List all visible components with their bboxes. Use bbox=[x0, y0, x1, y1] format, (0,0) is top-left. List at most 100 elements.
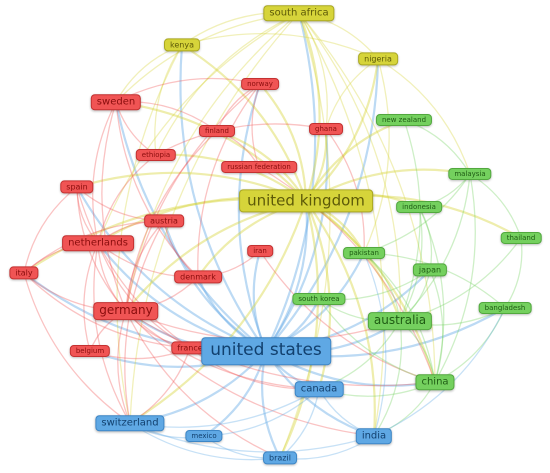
edge-united-kingdom-south-africa bbox=[297, 12, 321, 202]
edge-germany-norway bbox=[125, 83, 261, 312]
edge-ghana-ethiopia bbox=[155, 123, 327, 156]
node-united-states[interactable]: united states bbox=[201, 337, 331, 365]
edge-netherlands-switzerland bbox=[93, 242, 131, 424]
node-russian-federation[interactable]: russian federation bbox=[221, 160, 297, 174]
node-norway[interactable]: norway bbox=[241, 77, 279, 91]
node-south-korea[interactable]: south korea bbox=[292, 292, 346, 306]
edge-malaysia-thailand bbox=[469, 173, 522, 239]
node-india[interactable]: india bbox=[355, 428, 393, 444]
edge-south-africa-india bbox=[298, 12, 385, 437]
edge-united-states-south-africa bbox=[265, 12, 317, 352]
edge-germany-austria bbox=[125, 220, 165, 312]
edge-netherlands-ethiopia bbox=[97, 154, 157, 244]
node-australia[interactable]: australia bbox=[367, 312, 433, 330]
node-mexico[interactable]: mexico bbox=[185, 429, 223, 443]
edge-united-kingdom-china bbox=[305, 200, 437, 383]
edge-australia-china bbox=[399, 320, 436, 383]
edge-nigeria-pakistan bbox=[363, 58, 390, 254]
edge-kenya-ethiopia bbox=[154, 44, 183, 156]
edge-united-states-kenya bbox=[179, 44, 267, 352]
edge-kenya-nigeria bbox=[181, 33, 379, 60]
edge-australia-new-zealand bbox=[399, 119, 421, 322]
edge-united-states-ghana bbox=[265, 128, 329, 352]
node-malaysia[interactable]: malaysia bbox=[448, 167, 492, 181]
edge-united-kingdom-kenya bbox=[181, 44, 308, 202]
node-netherlands[interactable]: netherlands bbox=[62, 235, 134, 251]
edge-australia-india bbox=[373, 320, 403, 437]
edge-germany-switzerland bbox=[117, 310, 131, 424]
edge-united-states-sweden bbox=[114, 101, 267, 352]
edge-south-africa-switzerland bbox=[129, 12, 300, 424]
edge-united-states-nigeria bbox=[265, 58, 380, 352]
node-south-africa[interactable]: south africa bbox=[263, 5, 335, 21]
edge-germany-spain bbox=[76, 186, 127, 312]
edge-kenya-switzerland bbox=[116, 44, 183, 424]
node-denmark[interactable]: denmark bbox=[174, 270, 222, 284]
edge-iran-china bbox=[259, 250, 436, 383]
node-sweden[interactable]: sweden bbox=[90, 94, 142, 110]
node-thailand[interactable]: thailand bbox=[500, 231, 542, 245]
edge-china-japan bbox=[429, 269, 444, 383]
node-belgium[interactable]: belgium bbox=[69, 344, 111, 358]
edge-switzerland-brazil bbox=[129, 422, 281, 461]
node-ghana[interactable]: ghana bbox=[309, 122, 343, 136]
node-finland[interactable]: finland bbox=[199, 124, 235, 138]
edge-united-kingdom-norway bbox=[259, 83, 308, 202]
node-nigeria[interactable]: nigeria bbox=[358, 52, 398, 66]
edge-south-africa-australia bbox=[298, 12, 401, 322]
edge-germany-sweden bbox=[101, 101, 127, 312]
edge-united-kingdom-india bbox=[305, 200, 376, 437]
edge-switzerland-india bbox=[129, 422, 375, 453]
edge-china-pakistan bbox=[363, 252, 436, 383]
edge-germany-china bbox=[125, 310, 436, 387]
edge-italy-switzerland bbox=[23, 272, 131, 424]
edge-united-kingdom-switzerland bbox=[129, 200, 308, 424]
edge-south-africa-brazil bbox=[279, 12, 331, 459]
edge-united-kingdom-brazil bbox=[279, 200, 320, 459]
edge-australia-malaysia bbox=[399, 173, 471, 322]
edge-united-kingdom-denmark bbox=[197, 199, 307, 278]
edge-united-states-norway bbox=[237, 83, 268, 352]
edge-italy-france bbox=[23, 272, 191, 349]
edge-india-pakistan bbox=[363, 252, 387, 437]
node-austria[interactable]: austria bbox=[144, 214, 184, 228]
node-pakistan[interactable]: pakistan bbox=[343, 246, 385, 260]
node-canada[interactable]: canada bbox=[294, 381, 344, 397]
edge-south-africa-netherlands bbox=[97, 12, 300, 244]
edge-south-africa-ethiopia bbox=[155, 12, 300, 156]
node-united-kingdom[interactable]: united kingdom bbox=[239, 189, 373, 213]
edge-south-africa-ghana bbox=[298, 12, 328, 130]
edge-russian-federation-norway bbox=[251, 83, 261, 168]
edge-netherlands-belgium bbox=[83, 242, 99, 352]
node-iran[interactable]: iran bbox=[247, 244, 273, 258]
node-new-zealand[interactable]: new zealand bbox=[375, 113, 433, 127]
node-china[interactable]: china bbox=[415, 374, 455, 390]
edge-germany-brazil bbox=[125, 310, 281, 459]
edge-south-africa-china bbox=[298, 12, 436, 383]
edge-ghana-pakistan bbox=[325, 128, 365, 254]
node-spain[interactable]: spain bbox=[60, 180, 94, 194]
edge-new-zealand-malaysia bbox=[403, 119, 471, 175]
node-france[interactable]: france bbox=[171, 341, 209, 355]
edge-united-kingdom-nigeria bbox=[305, 58, 380, 202]
edge-china-bangladesh bbox=[434, 307, 506, 383]
edge-united-states-united-kingdom bbox=[265, 200, 308, 352]
edge-nigeria-malaysia bbox=[377, 58, 471, 175]
node-germany[interactable]: germany bbox=[93, 302, 159, 320]
node-italy[interactable]: italy bbox=[9, 266, 39, 280]
node-brazil[interactable]: brazil bbox=[263, 451, 297, 465]
node-kenya[interactable]: kenya bbox=[164, 38, 200, 52]
edge-sweden-denmark bbox=[115, 101, 199, 278]
edge-china-malaysia bbox=[434, 173, 476, 383]
node-japan[interactable]: japan bbox=[412, 263, 448, 277]
node-ethiopia[interactable]: ethiopia bbox=[135, 148, 177, 162]
node-indonesia[interactable]: indonesia bbox=[396, 200, 442, 214]
edge-south-africa-germany bbox=[125, 12, 300, 312]
edge-netherlands-sweden bbox=[92, 101, 117, 244]
node-bangladesh[interactable]: bangladesh bbox=[478, 301, 532, 315]
edge-china-indonesia bbox=[418, 206, 445, 383]
node-switzerland[interactable]: switzerland bbox=[95, 415, 165, 431]
edge-germany-india bbox=[125, 310, 375, 437]
edge-germany-finland bbox=[125, 130, 218, 312]
